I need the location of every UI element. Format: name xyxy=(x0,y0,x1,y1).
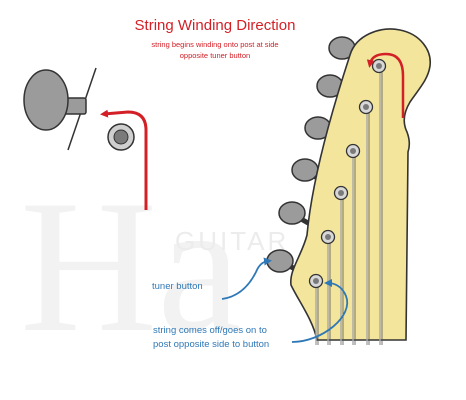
pointer-arrow-icon xyxy=(221,257,272,300)
watermark: Ha GUITAR xyxy=(20,162,289,372)
tuner-button-icon xyxy=(23,69,69,131)
string-posts xyxy=(308,58,387,289)
diagram-title: String Winding Direction xyxy=(135,17,296,34)
winding-arrow-icon xyxy=(100,109,148,210)
tuner-button-label: tuner button xyxy=(152,281,203,292)
watermark-word: GUITAR xyxy=(175,226,289,256)
tuner-button-icon xyxy=(278,201,306,225)
winding-arrow-icon xyxy=(366,52,405,118)
diagram-subtitle-line2: opposite tuner button xyxy=(180,51,250,60)
headstock xyxy=(266,28,431,345)
string-side-label-line1: string comes off/goes on to xyxy=(153,325,267,336)
annotations: tuner button string comes off/goes on to… xyxy=(152,257,349,350)
tuner-button-icon xyxy=(291,158,319,182)
string-post-hole xyxy=(113,129,129,145)
post-detail xyxy=(100,109,148,210)
string-side-label-line2: post opposite side to button xyxy=(153,339,269,350)
diagram-subtitle-line1: string begins winding onto post at side xyxy=(151,40,278,49)
side-tuner xyxy=(23,67,97,151)
pointer-arrow-icon xyxy=(291,279,349,343)
tuner-button-icon xyxy=(266,249,294,273)
headstock-body xyxy=(290,28,431,341)
string-edges xyxy=(317,67,383,345)
watermark-logo: Ha xyxy=(20,162,242,372)
